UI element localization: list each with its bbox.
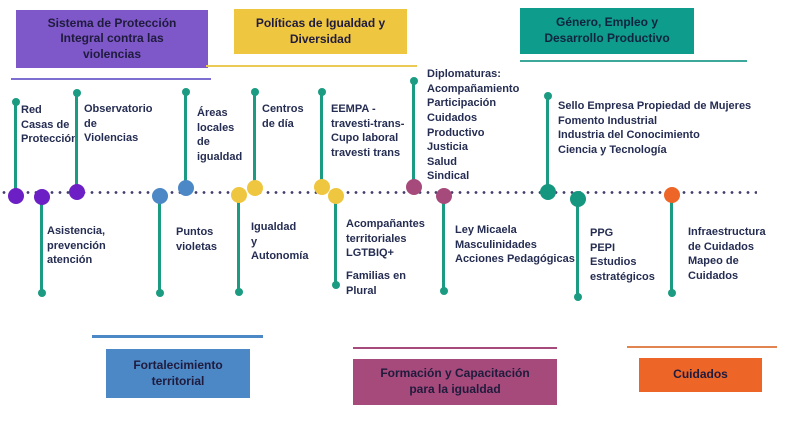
milestone-label: EEMPA - travesti-trans- Cupo laboral tra…	[331, 103, 405, 159]
milestone-label: Igualdad y Autonomía	[251, 221, 309, 263]
underline-formacion	[353, 347, 557, 349]
stem-end-dot	[332, 281, 340, 289]
timeline-dot-teal	[570, 191, 586, 207]
underline-sistema-proteccion	[11, 78, 211, 80]
stem-end-dot	[440, 287, 448, 295]
stem-line	[576, 199, 579, 297]
timeline-dot-teal	[540, 184, 556, 200]
header-box-genero-empleo: Género, Empleo y Desarrollo Productivo	[520, 8, 694, 54]
milestone-label: Áreas locales de igualdad	[197, 107, 243, 163]
milestone-label: PPG PEPI Estudios estratégicos	[590, 227, 655, 283]
stem-line	[412, 81, 415, 187]
header-box-formacion: Formación y Capacitación para la igualda…	[353, 359, 557, 405]
stem-end-dot	[544, 92, 552, 100]
header-box-politicas-igualdad: Políticas de Igualdad y Diversidad	[234, 9, 407, 54]
stem-end-dot	[12, 98, 20, 106]
timeline-dotted-line	[0, 191, 757, 194]
header-label-fortalecimiento: Fortalecimiento territorial	[133, 357, 223, 388]
timeline-dot-orange	[664, 187, 680, 203]
timeline-dot-blue	[178, 180, 194, 196]
underline-cuidados	[627, 346, 777, 348]
milestone-label-familias: Familias en Plural	[346, 270, 406, 297]
timeline-dot-maroon	[406, 179, 422, 195]
stem-end-dot	[251, 88, 259, 96]
stem-end-dot	[182, 88, 190, 96]
milestone-label: Acompañantes territoriales LGTBIQ+	[346, 218, 425, 260]
stem-line	[75, 93, 78, 192]
header-label-sistema-proteccion: Sistema de Protección Integral contra la…	[47, 15, 177, 61]
stem-end-dot	[235, 288, 243, 296]
timeline-dot-yellow	[314, 179, 330, 195]
stem-line	[14, 102, 17, 196]
stem-end-dot	[318, 88, 326, 96]
timeline-dot-yellow	[231, 187, 247, 203]
stem-end-dot	[38, 289, 46, 297]
stem-line	[670, 195, 673, 293]
header-label-formacion: Formación y Capacitación para la igualda…	[380, 366, 530, 396]
header-box-fortalecimiento: Fortalecimiento territorial	[106, 349, 250, 398]
stem-end-dot	[574, 293, 582, 301]
header-label-cuidados: Cuidados	[673, 367, 728, 382]
timeline-dot-yellow	[328, 188, 344, 204]
stem-end-dot	[668, 289, 676, 297]
stem-line	[442, 196, 445, 291]
timeline-dot-purple	[8, 188, 24, 204]
underline-politicas-igualdad	[206, 65, 417, 67]
stem-line	[184, 92, 187, 188]
timeline-dot-purple	[69, 184, 85, 200]
milestone-label: Observatorio de Violencias	[84, 103, 153, 145]
stem-line	[253, 92, 256, 188]
stem-line	[40, 197, 43, 293]
header-label-genero-empleo: Género, Empleo y Desarrollo Productivo	[544, 15, 670, 45]
milestone-label: Infraestructura de Cuidados Mapeo de Cui…	[688, 226, 766, 282]
milestone-label: Red Casas de Protección	[21, 104, 78, 146]
header-box-cuidados: Cuidados	[639, 358, 762, 392]
milestone-label: Puntos violetas	[176, 226, 217, 253]
underline-genero-empleo	[520, 60, 747, 62]
timeline-dot-yellow	[247, 180, 263, 196]
milestone-label: Diplomaturas: Acompañamiento Participaci…	[427, 68, 520, 183]
timeline-dot-blue	[152, 188, 168, 204]
stem-end-dot	[156, 289, 164, 297]
stem-end-dot	[73, 89, 81, 97]
stem-line	[334, 196, 337, 285]
stem-line	[237, 195, 240, 292]
stem-line	[546, 96, 549, 192]
timeline-dot-maroon	[436, 188, 452, 204]
timeline-dot-purple	[34, 189, 50, 205]
milestone-label: Sello Empresa Propiedad de Mujeres Fomen…	[558, 100, 752, 156]
stem-line	[320, 92, 323, 187]
underline-fortalecimiento	[92, 335, 263, 338]
stem-end-dot	[410, 77, 418, 85]
header-box-sistema-proteccion: Sistema de Protección Integral contra la…	[16, 10, 208, 68]
header-label-politicas-igualdad: Políticas de Igualdad y Diversidad	[255, 15, 386, 46]
stem-line	[158, 196, 161, 293]
milestone-label: Ley Micaela Masculinidades Acciones Peda…	[455, 224, 575, 266]
milestone-label: Centros de día	[262, 103, 304, 130]
milestone-label: Asistencia, prevención atención	[47, 225, 106, 267]
